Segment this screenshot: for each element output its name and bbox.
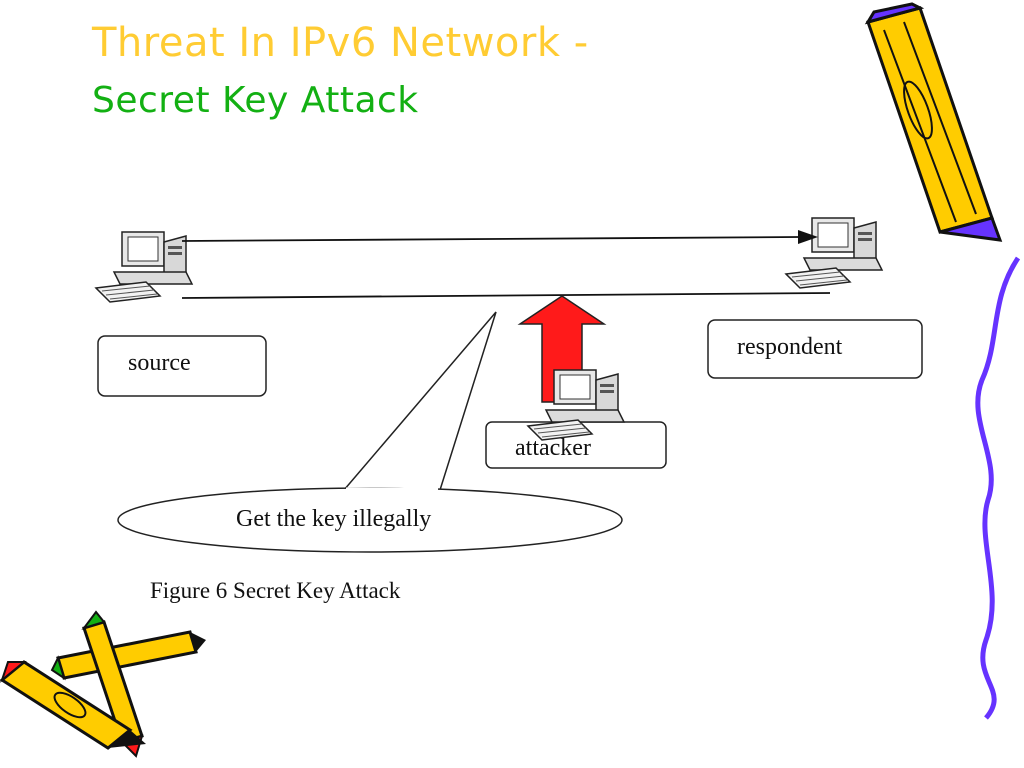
slide-subtitle: Secret Key Attack xyxy=(92,80,419,121)
respondent-label: respondent xyxy=(737,334,843,360)
figure-caption: Figure 6 Secret Key Attack xyxy=(150,578,401,603)
respondent-box xyxy=(707,319,923,379)
attacker-label: attacker xyxy=(515,435,591,461)
bottom-line xyxy=(181,292,831,299)
top-arrow-head xyxy=(798,230,818,244)
crossed-pencils-icon xyxy=(0,610,206,758)
pencil-icon xyxy=(864,2,1003,242)
respondent-computer-icon xyxy=(785,217,883,289)
source-label: source xyxy=(128,350,191,376)
speech-bubble-text: Get the key illegally xyxy=(236,506,432,532)
source-computer-icon xyxy=(95,231,193,303)
squiggle-line xyxy=(975,256,1021,720)
attack-arrow xyxy=(517,295,607,403)
top-arrow xyxy=(181,236,801,242)
slide-title: Threat In IPv6 Network - xyxy=(92,20,589,66)
speech-bubble xyxy=(117,311,623,553)
source-box xyxy=(97,335,267,397)
